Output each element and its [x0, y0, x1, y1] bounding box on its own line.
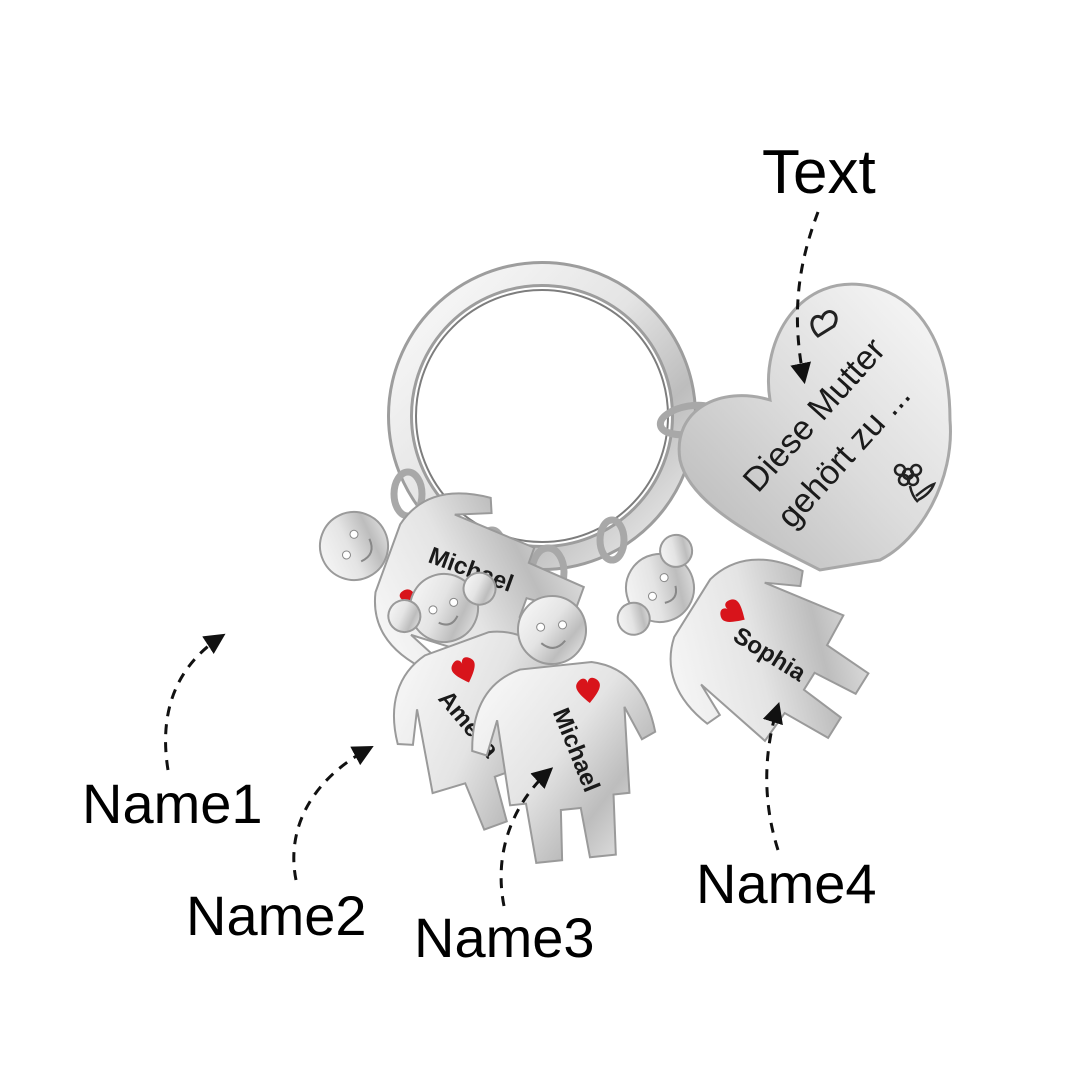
- callout-text-label: Text: [762, 138, 876, 207]
- heart-tag: Diese Mutter gehört zu ...: [677, 282, 952, 572]
- callout-name4-label: Name4: [696, 852, 877, 915]
- arrow-name1: [164, 633, 226, 771]
- arrow-name3: [499, 767, 554, 907]
- arrow-text: [790, 211, 820, 385]
- small-heart-engraving-icon: [810, 310, 838, 338]
- callout-name2-label: Name2: [186, 884, 367, 947]
- charm-4-girl: Sophia: [582, 492, 897, 783]
- charm-3-boy: Michael: [455, 585, 669, 870]
- callout-name3-label: Name3: [414, 906, 595, 969]
- callout-name1-label: Name1: [82, 772, 263, 835]
- arrow-name2: [292, 746, 374, 881]
- arrow-name4: [762, 701, 783, 851]
- callout-arrows: [164, 211, 820, 907]
- flower-engraving-icon: [893, 463, 937, 503]
